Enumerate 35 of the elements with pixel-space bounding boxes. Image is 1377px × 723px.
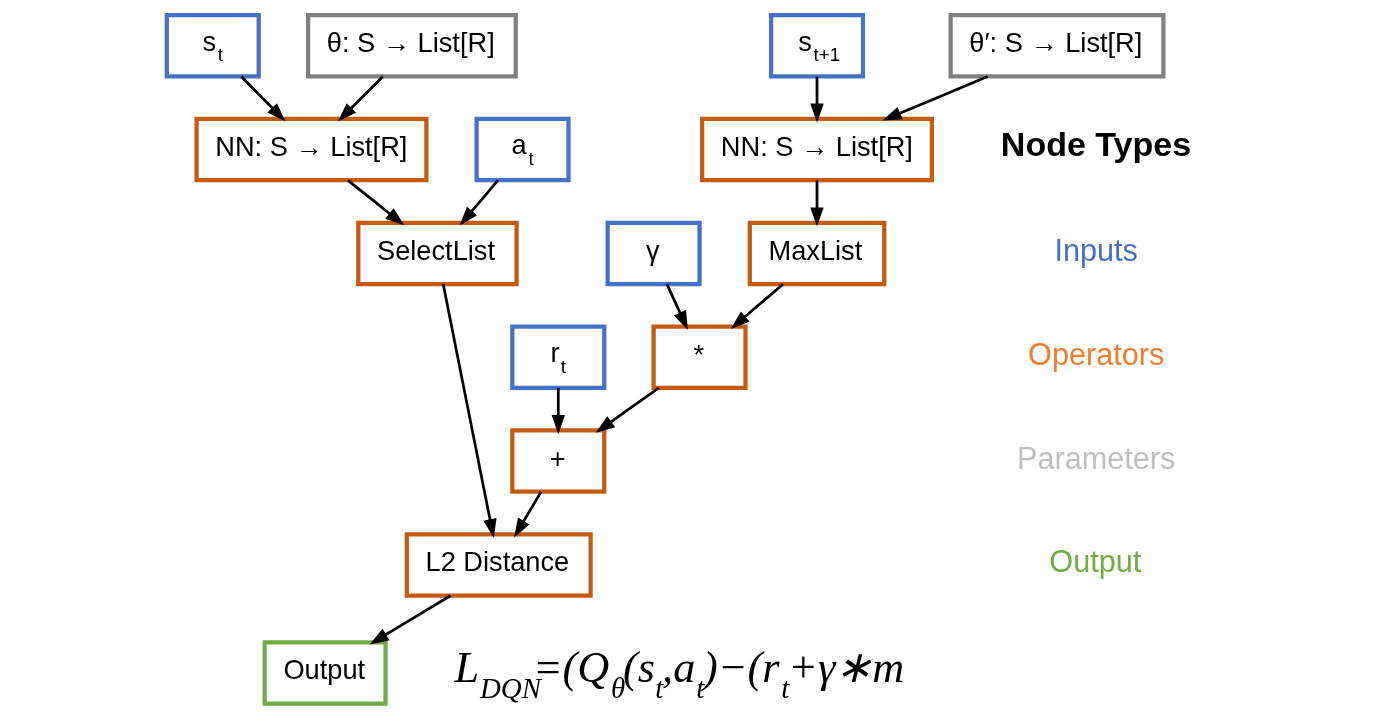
node-box: Output xyxy=(262,640,388,706)
node-box: θ: S → List[R] xyxy=(305,13,518,79)
arrow xyxy=(810,76,824,123)
label: L$_{DQN}$=(Q$_{θ}$(s$_{t}$,a$_{t}$)−(r$_{t}$+γ∗m xyxy=(454,643,905,704)
arrow xyxy=(730,283,784,329)
legend-label: Operators xyxy=(1028,336,1165,371)
node-box: θ′: S → List[R] xyxy=(948,13,1166,79)
arrow xyxy=(337,75,384,122)
arrow xyxy=(551,388,565,435)
arrow xyxy=(240,75,286,122)
arrow xyxy=(347,179,405,226)
arrow xyxy=(514,491,543,538)
arrow xyxy=(810,180,824,227)
arrow xyxy=(369,594,452,645)
legend-label: Inputs xyxy=(1054,232,1138,267)
arrow xyxy=(441,283,497,539)
node-box: NN: S → List[R] xyxy=(194,116,429,183)
node-box: a$_{t}$ xyxy=(474,116,571,183)
arrow xyxy=(882,75,989,121)
node-box: MaxList xyxy=(747,220,887,287)
node-box: s$_{t}$ xyxy=(164,13,261,79)
node-box: s$_{t+1}$ xyxy=(768,13,866,79)
arrow xyxy=(595,386,660,433)
node-box: L2 Distance xyxy=(404,532,593,598)
node-box: γ xyxy=(605,220,702,287)
node-box: * xyxy=(651,324,748,390)
node-box: NN: S → List[R] xyxy=(700,116,935,183)
legend-label: Parameters xyxy=(1017,440,1176,475)
node-box: SelectList xyxy=(356,220,519,287)
node-box: r$_{t}$ xyxy=(510,324,607,390)
label: Node Types xyxy=(1000,125,1192,164)
arrow xyxy=(665,283,688,330)
arrow xyxy=(459,179,499,226)
legend-label: Output xyxy=(1049,544,1142,579)
node-box: + xyxy=(510,428,607,494)
